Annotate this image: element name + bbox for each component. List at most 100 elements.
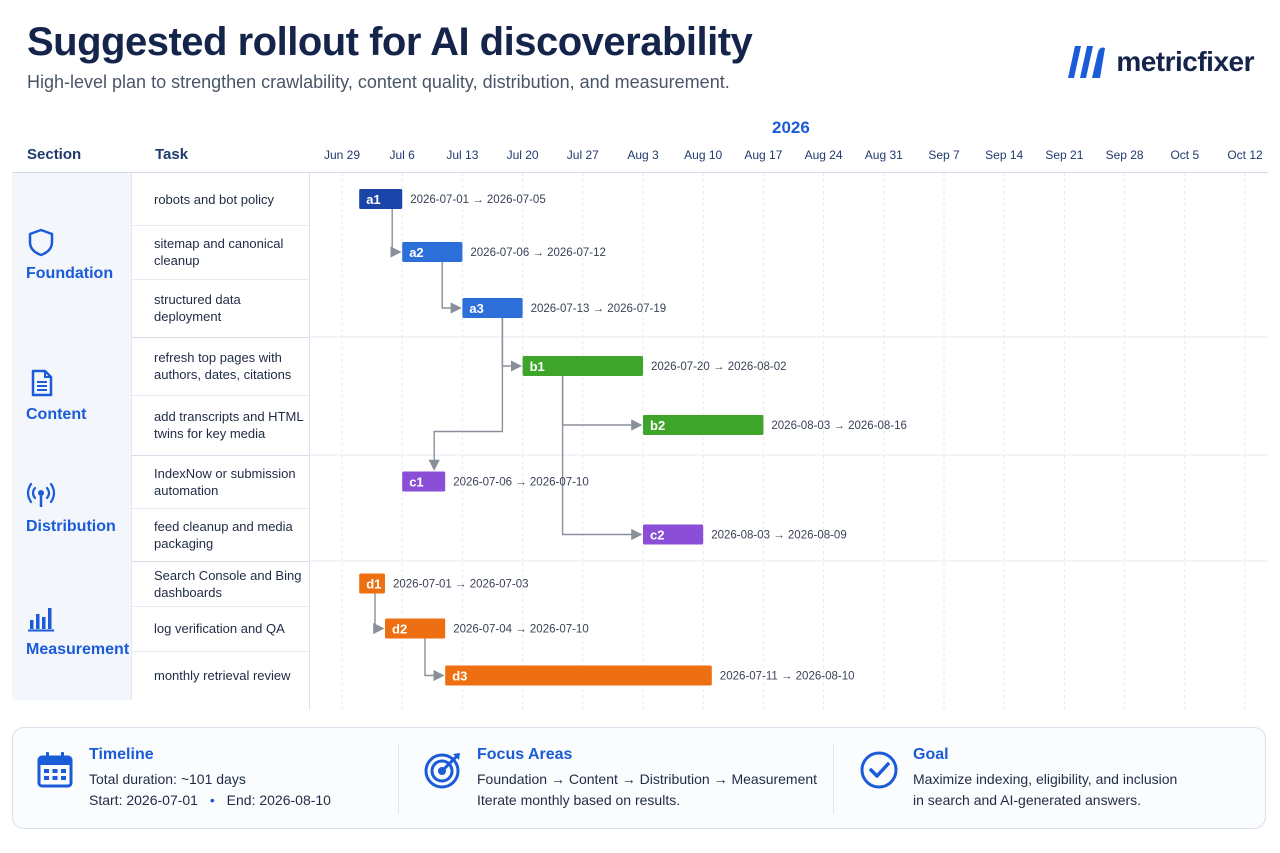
task-bar: [359, 573, 385, 594]
dependency-arrow: [373, 593, 385, 635]
task-bar-id: c2: [650, 528, 664, 543]
task-bar: [643, 415, 764, 435]
week-tick-label: Sep 28: [1105, 148, 1144, 162]
task-label: feed cleanup and media packaging: [154, 518, 293, 551]
metricfixer-logo-icon: [1068, 46, 1106, 78]
task-date-range: 2026-07-13 → 2026-07-19: [531, 303, 667, 315]
week-tick-label: Jul 13: [446, 148, 479, 162]
week-tick-label: Aug 3: [627, 148, 659, 162]
summary-divider: [833, 744, 834, 814]
focus-card: Focus Areas Foundation → Content → Distr…: [403, 728, 833, 828]
task-bar-id: a2: [409, 245, 423, 260]
task-column-header: Task: [155, 146, 189, 163]
task-divider: [132, 508, 310, 509]
task-bar-id: b2: [650, 418, 665, 433]
logo-text: metricfixer: [1116, 46, 1254, 77]
dependency-arrow: [501, 318, 522, 372]
section-name: Content: [26, 406, 87, 423]
task-bar-id: b1: [530, 359, 545, 374]
week-tick-label: Aug 24: [804, 148, 843, 162]
week-tick-label: Jul 27: [566, 148, 599, 162]
dependency-arrow: [561, 376, 643, 431]
timeline-range: Start: 2026-07-01 • End: 2026-08-10: [89, 792, 331, 808]
task-label: monthly retrieval review: [154, 668, 291, 683]
section-divider: [12, 337, 310, 338]
task-bar-id: d1: [366, 577, 381, 592]
check-circle-icon: [860, 751, 898, 789]
task-bar-id: d3: [452, 669, 467, 684]
week-tick-label: Jul 20: [506, 148, 539, 162]
page-title: Suggested rollout for AI discoverability: [27, 20, 753, 64]
task-label: structured data deployment: [154, 292, 241, 324]
task-date-range: 2026-07-01 → 2026-07-05: [410, 194, 546, 206]
task-bar-id: c1: [409, 475, 423, 490]
shield-icon: [26, 227, 131, 257]
task-bar-id: d2: [392, 622, 407, 637]
section-distribution: Distribution: [12, 455, 132, 561]
task-bar: [445, 665, 712, 686]
timeline-end: End: 2026-08-10: [226, 792, 331, 808]
gantt-plot: a1 2026-07-01 → 2026-07-05 a2 2026-07-06 → …: [310, 173, 1268, 710]
timeline-card: Timeline Total duration: ~101 days Start…: [13, 728, 403, 828]
dependency-arrow: [390, 209, 402, 258]
task-divider: [132, 225, 310, 226]
task-date-range: 2026-08-03 → 2026-08-09: [711, 530, 847, 542]
timeline-title: Timeline: [89, 746, 154, 763]
task-bar: [359, 189, 403, 209]
section-content: Content: [12, 337, 132, 455]
week-tick-label: Oct 12: [1227, 148, 1263, 162]
week-tick-label: Sep 14: [985, 148, 1024, 162]
week-tick-label: Sep 21: [1045, 148, 1084, 162]
task-date-range: 2026-07-20 → 2026-08-02: [651, 361, 787, 373]
task-bar: [402, 471, 446, 492]
goal-line-2: in search and AI-generated answers.: [913, 792, 1142, 808]
bar-chart-icon: [26, 603, 131, 633]
section-foundation: Foundation: [12, 173, 132, 337]
goal-line-1: Maximize indexing, eligibility, and incl…: [913, 771, 1178, 787]
goal-title: Goal: [913, 746, 949, 763]
section-divider: [12, 561, 310, 562]
focus-sequence: Foundation → Content → Distribution → Me…: [477, 771, 818, 787]
task-label: sitemap and canonical cleanup: [154, 236, 284, 268]
task-date-range: 2026-07-01 → 2026-07-03: [393, 579, 529, 591]
section-column-header: Section: [27, 146, 82, 163]
task-date-range: 2026-07-06 → 2026-07-10: [453, 477, 589, 489]
goal-card: Goal Maximize indexing, eligibility, and…: [839, 728, 1259, 828]
task-label: refresh top pages with authors, dates, c…: [154, 350, 292, 382]
dependency-arrow: [428, 318, 504, 471]
section-divider: [12, 455, 310, 456]
summary-panel: Timeline Total duration: ~101 days Start…: [12, 727, 1266, 829]
task-table: robots and bot policy sitemap and canonic…: [12, 173, 310, 710]
task-divider: [132, 395, 310, 396]
brand-logo: metricfixer: [1064, 44, 1254, 80]
task-date-range: 2026-07-06 → 2026-07-12: [470, 247, 606, 259]
timeline-duration: Total duration: ~101 days: [89, 771, 246, 787]
task-bar: [522, 356, 643, 376]
dependency-arrow: [561, 376, 643, 541]
week-tick-label: Aug 31: [864, 148, 903, 162]
task-bar-id: a1: [366, 192, 380, 207]
task-label: Search Console and Bing dashboards: [154, 567, 302, 600]
page-subtitle: High-level plan to strengthen crawlabili…: [27, 72, 730, 92]
week-tick-label: Oct 5: [1170, 148, 1200, 162]
task-label: add transcripts and HTML twins for key m…: [154, 409, 304, 441]
section-name: Distribution: [26, 518, 116, 535]
task-label: log verification and QA: [154, 621, 285, 636]
section-measurement: Measurement: [12, 561, 132, 700]
timeline-bullet: •: [209, 792, 215, 808]
target-icon: [424, 753, 460, 789]
task-divider: [132, 651, 310, 652]
week-tick-label: Aug 17: [744, 148, 783, 162]
task-divider: [132, 279, 310, 280]
task-date-range: 2026-07-04 → 2026-07-10: [453, 624, 589, 636]
focus-note: Iterate monthly based on results.: [477, 792, 681, 808]
header-divider: [12, 172, 1268, 173]
task-date-range: 2026-08-03 → 2026-08-16: [771, 420, 907, 432]
dependency-arrow: [424, 638, 445, 682]
section-name: Measurement: [26, 640, 130, 658]
task-label: IndexNow or submission automation: [154, 465, 296, 498]
document-icon: [26, 368, 131, 398]
week-tick-label: Sep 7: [928, 148, 960, 162]
task-label: robots and bot policy: [154, 191, 274, 207]
